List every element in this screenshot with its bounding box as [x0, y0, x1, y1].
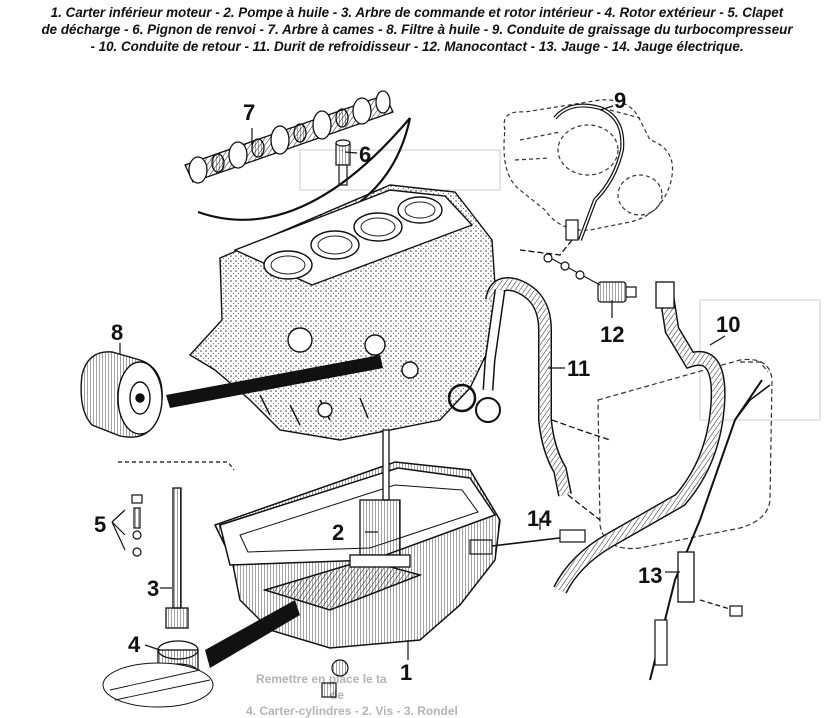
drain-plug [321, 659, 349, 698]
dipstick [649, 379, 771, 681]
label-10: 10 [716, 312, 740, 337]
oil-filter [80, 351, 163, 438]
electric-gauge [469, 529, 586, 555]
legend-caption: 1. Carter inférieur moteur - 2. Pompe à … [6, 4, 828, 55]
return-line [553, 281, 726, 594]
legend-line-1: 1. Carter inférieur moteur - 2. Pompe à … [50, 5, 784, 20]
cooler-hose [447, 277, 611, 521]
label-2: 2 [332, 520, 344, 545]
label-12: 12 [600, 322, 624, 347]
oil-pressure-switch [543, 253, 637, 303]
part-number-labels: 7 6 8 9 12 10 11 2 14 5 3 4 1 13 [94, 88, 740, 685]
label-3: 3 [147, 576, 159, 601]
bleed-text-1: Remettre en place le ta [256, 672, 387, 686]
turbo-lubrication-pipe [519, 103, 625, 256]
label-7: 7 [243, 100, 255, 125]
label-8: 8 [111, 320, 123, 345]
intermediate-pinion [335, 139, 351, 186]
label-11: 11 [567, 356, 590, 381]
label-13: 13 [638, 563, 662, 588]
oil-tank-outline [597, 358, 773, 550]
label-9: 9 [614, 88, 626, 113]
bleed-text-3: 4. Carter-cylindres - 2. Vis - 3. Rondel [246, 704, 458, 718]
legend-line-2: de décharge - 6. Pignon de renvoi - 7. A… [41, 22, 793, 37]
relief-valve-parts [118, 461, 235, 557]
label-4: 4 [128, 632, 141, 657]
label-5: 5 [94, 512, 106, 537]
engine-block [188, 184, 499, 441]
leader-lines [111, 105, 726, 660]
filter-leader-wedge [166, 355, 383, 408]
pump-leader-wedge [205, 600, 300, 668]
label-6: 6 [359, 142, 371, 167]
legend-line-3: - 10. Conduite de retour - 11. Durit de … [90, 39, 744, 54]
camshaft [184, 90, 394, 184]
turbocharger-outline [503, 99, 674, 231]
label-1: 1 [400, 660, 412, 685]
pump-shaft-and-rotor [102, 487, 214, 708]
oil-pump [349, 429, 411, 568]
label-14: 14 [527, 506, 552, 531]
